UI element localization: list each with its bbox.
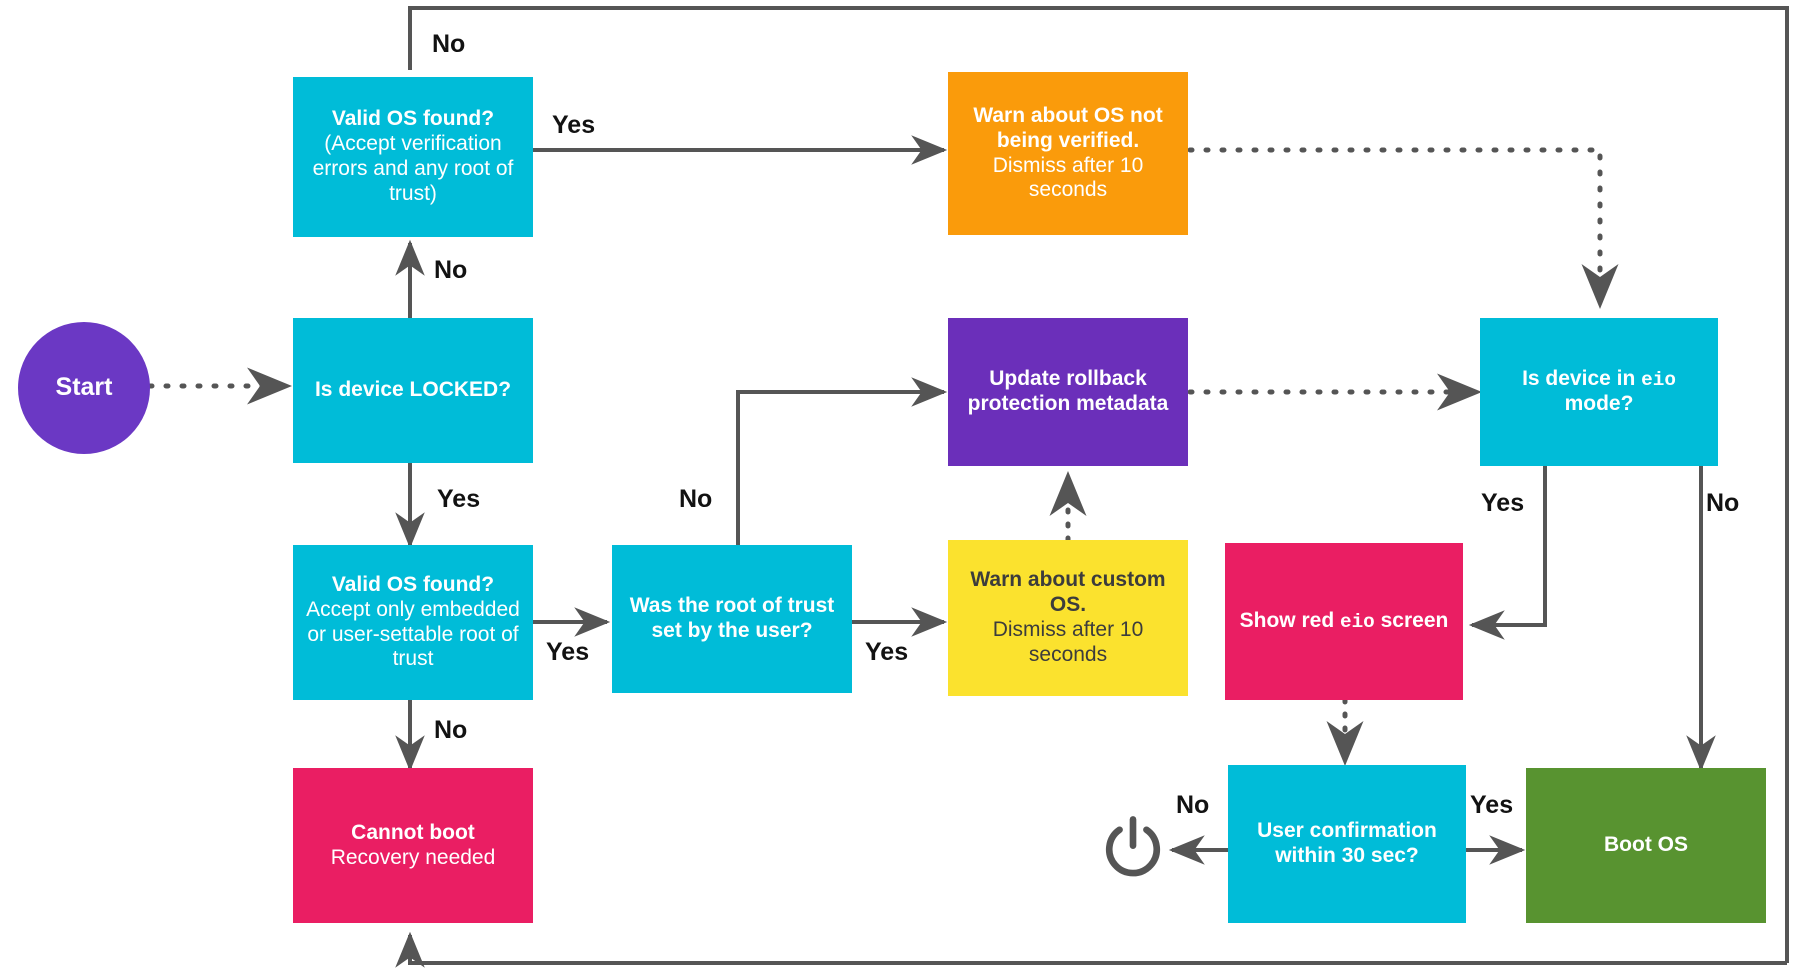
edge-warnos-to-eio (1187, 147, 1619, 310)
node-is-device-eio-label: Is device in eio mode? (1486, 367, 1712, 417)
node-warn-custom-os[interactable]: Warn about custom OS. Dismiss after 10 s… (948, 540, 1188, 696)
edge-label-valid-locked-yes: Yes (546, 638, 590, 666)
node-start[interactable]: Start (18, 322, 150, 454)
power-icon (1105, 816, 1161, 877)
node-warn-os-title: Warn about OS not being verified. (973, 103, 1163, 152)
power-icon-wrapper (1095, 810, 1171, 886)
node-valid-os-locked-title: Valid OS found? (331, 572, 495, 596)
node-show-red-eio-label: Show red eio screen (1240, 609, 1449, 634)
edge-label-locked-no: No (434, 256, 468, 284)
node-start-label: Start (55, 373, 113, 402)
edge-label-valid-locked-no: No (434, 716, 468, 744)
node-root-of-trust-user[interactable]: Was the root of trust set by the user? (612, 545, 852, 693)
node-boot-os-label: Boot OS (1604, 833, 1688, 857)
edge-label-top-no: No (432, 30, 466, 58)
edge-label-root-yes: Yes (865, 638, 909, 666)
node-user-confirmation[interactable]: User confirmation within 30 sec? (1228, 765, 1466, 923)
node-warn-custom-sub: Dismiss after 10 seconds (992, 618, 1144, 666)
edge-label-confirm-no: No (1176, 791, 1210, 819)
node-root-of-trust-user-label: Was the root of trust set by the user? (629, 594, 835, 642)
node-is-device-eio[interactable]: Is device in eio mode? (1480, 318, 1718, 466)
node-boot-os[interactable]: Boot OS (1526, 768, 1766, 923)
node-cannot-boot-title: Cannot boot (351, 820, 475, 844)
edge-label-unlocked-yes: Yes (552, 111, 596, 139)
node-update-rollback[interactable]: Update rollback protection metadata (948, 318, 1188, 466)
node-cannot-boot[interactable]: Cannot boot Recovery needed (293, 768, 533, 923)
red-eio-prefix-text: Show red (1239, 609, 1340, 633)
node-update-rollback-label: Update rollback protection metadata (967, 367, 1169, 415)
node-cannot-boot-sub: Recovery needed (330, 845, 496, 869)
edge-label-eio-yes: Yes (1481, 489, 1525, 517)
node-valid-os-unlocked-title: Valid OS found? (331, 107, 495, 131)
node-warn-os-not-verified[interactable]: Warn about OS not being verified. Dismis… (948, 72, 1188, 235)
node-valid-os-unlocked[interactable]: Valid OS found? (Accept verification err… (293, 77, 533, 237)
edge-label-locked-yes: Yes (437, 485, 481, 513)
node-user-confirmation-label: User confirmation within 30 sec? (1257, 819, 1437, 867)
edge-root-no (736, 377, 948, 545)
eio-prefix-text: Is device in (1522, 367, 1642, 391)
node-is-device-locked-label: Is device LOCKED? (314, 378, 512, 402)
node-valid-os-locked[interactable]: Valid OS found? Accept only embedded or … (293, 545, 533, 700)
node-is-device-locked[interactable]: Is device LOCKED? (293, 318, 533, 463)
edge-label-eio-no: No (1706, 489, 1740, 517)
edge-label-root-no: No (679, 485, 713, 513)
edge-bottom-loop (395, 931, 1787, 968)
eio-token-text: eio (1641, 369, 1676, 392)
red-eio-token-text: eio (1340, 611, 1375, 634)
edge-label-confirm-yes: Yes (1470, 791, 1514, 819)
node-valid-os-locked-sub: Accept only embedded or user-settable ro… (306, 597, 520, 671)
node-valid-os-unlocked-sub: (Accept verification errors and any root… (312, 132, 514, 205)
red-eio-suffix-text: screen (1374, 609, 1449, 633)
node-warn-custom-title: Warn about custom OS. (970, 568, 1166, 617)
node-show-red-eio[interactable]: Show red eio screen (1225, 543, 1463, 700)
node-warn-os-sub: Dismiss after 10 seconds (992, 153, 1144, 202)
eio-suffix-text: mode? (1564, 392, 1634, 415)
